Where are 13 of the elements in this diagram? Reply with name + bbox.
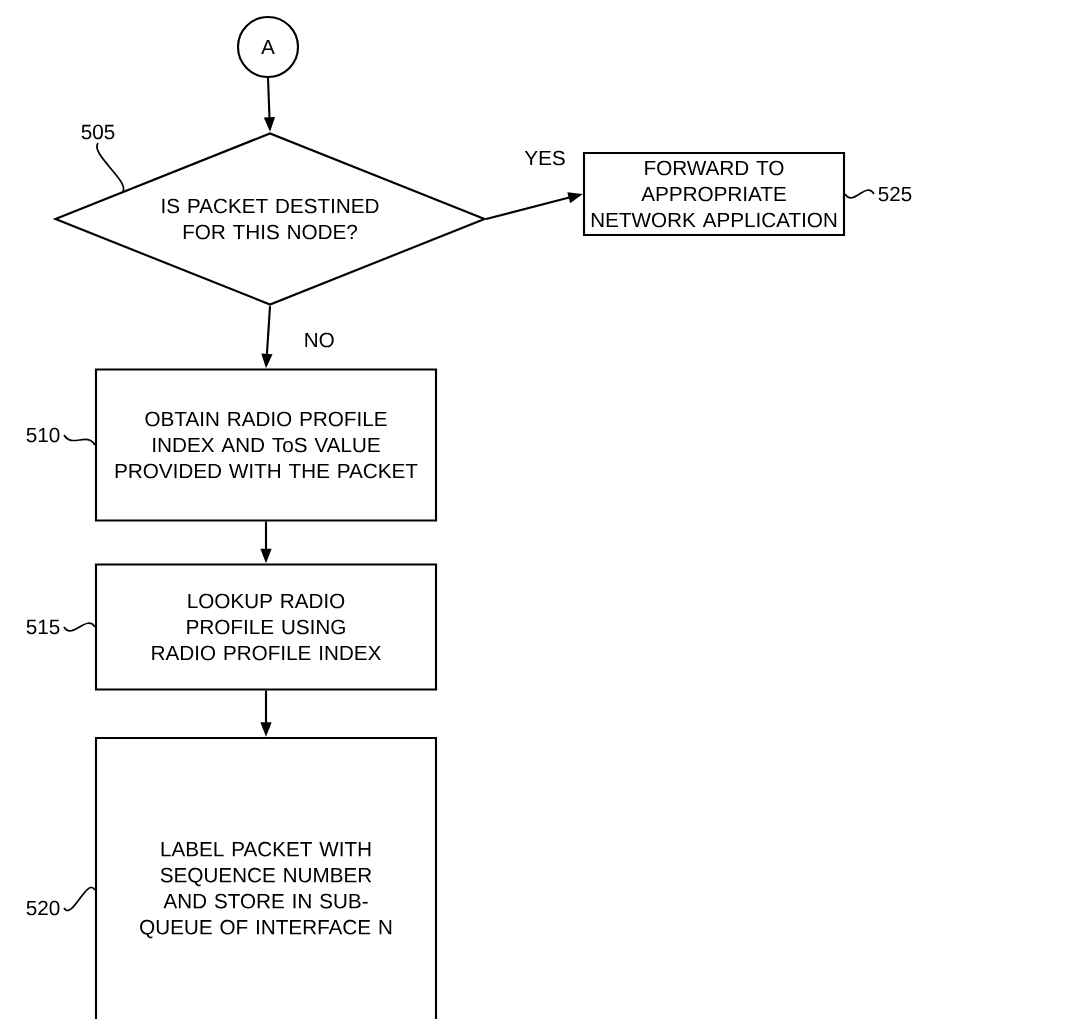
reference-number: 515 <box>26 619 60 635</box>
leader-line <box>844 189 875 199</box>
leader-line <box>96 142 125 192</box>
leader-line <box>63 434 96 446</box>
process-box: FORWARD TO APPROPRIATE NETWORK APPLICATION <box>582 151 846 237</box>
process-box: LABEL PACKET WITH SEQUENCE NUMBER AND STORE IN SUB-QUEUE OF INTERFACE N <box>94 736 438 1019</box>
process-box: OBTAIN RADIO PROFILE INDEX AND ToS VALUE PROVIDED WITH THE PACKET <box>94 368 438 522</box>
edge-label: YES <box>524 150 565 166</box>
reference-number: 510 <box>26 427 60 443</box>
reference-number: 525 <box>878 186 912 202</box>
reference-number: 520 <box>26 900 60 916</box>
edge-label: NO <box>305 332 334 348</box>
process-box: LOOKUP RADIO PROFILE USING RADIO PROFILE INDEX <box>94 563 438 691</box>
